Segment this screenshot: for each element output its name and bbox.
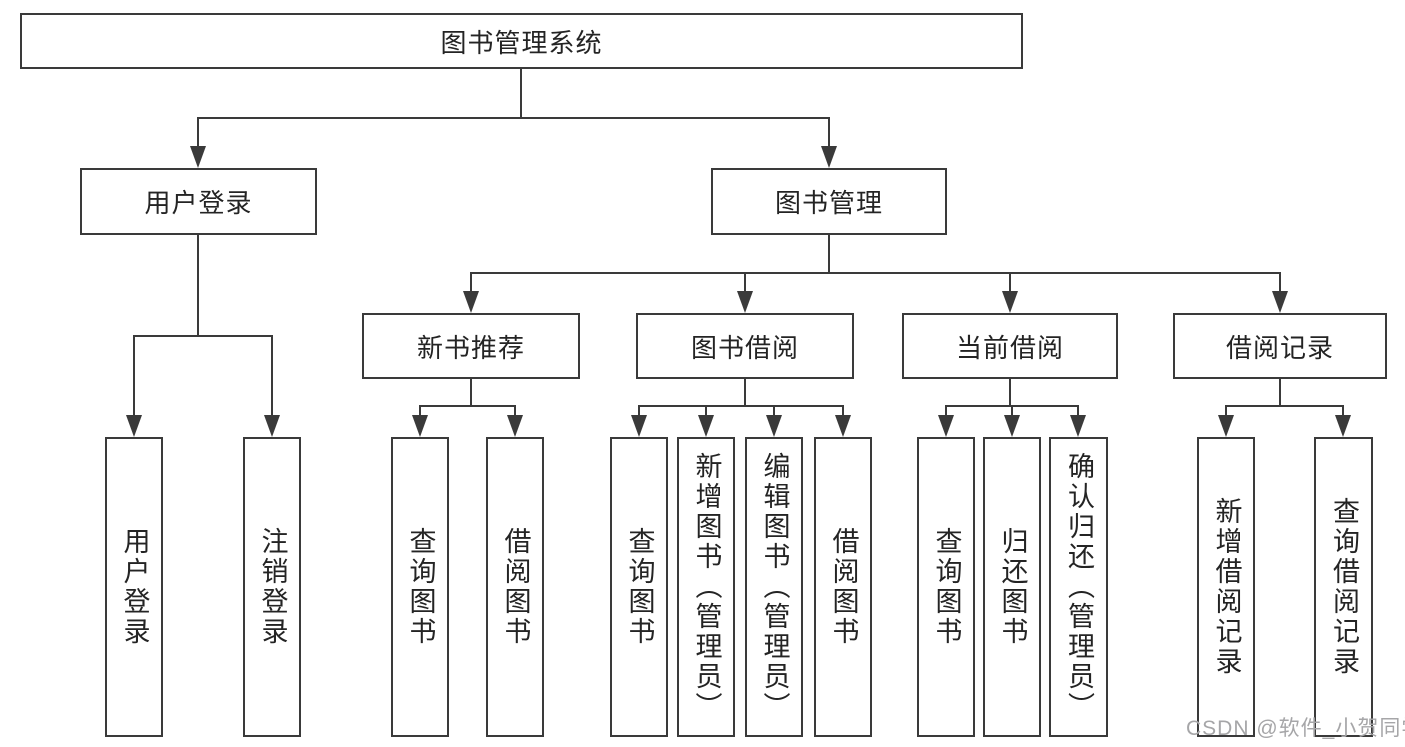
arrowhead-icon — [1272, 291, 1288, 313]
leaf-return-books-label: 归还图书 — [997, 527, 1028, 647]
node-book-management-label: 图书管理 — [774, 188, 883, 218]
node-new-book-recommend-label: 新书推荐 — [416, 332, 525, 363]
connector-segment — [945, 406, 947, 416]
connector-segment — [1342, 406, 1344, 416]
connector-segment — [470, 272, 1281, 274]
arrowhead-icon — [1002, 291, 1018, 313]
connector-segment — [419, 406, 421, 416]
node-root-label: 图书管理系统 — [440, 27, 603, 58]
connector-segment — [520, 69, 522, 118]
leaf-query-books-borrow: 查询图书 — [610, 437, 668, 737]
node-book-management: 图书管理 — [711, 168, 947, 235]
leaf-query-books-recommend: 查询图书 — [391, 437, 449, 737]
leaf-query-books-recommend-label: 查询图书 — [405, 527, 436, 647]
node-book-borrow: 图书借阅 — [636, 313, 854, 379]
arrowhead-icon — [412, 415, 428, 437]
connector-segment — [828, 118, 830, 146]
leaf-borrow-books-borrow: 借阅图书 — [814, 437, 872, 737]
connector-segment — [842, 406, 844, 416]
connector-segment — [1279, 379, 1281, 406]
node-current-borrow: 当前借阅 — [902, 313, 1118, 379]
arrowhead-icon — [737, 291, 753, 313]
connector-segment — [133, 336, 135, 416]
leaf-confirm-return-admin-label: 确认归还（管理员） — [1064, 452, 1094, 722]
connector-segment — [197, 118, 199, 146]
connector-segment — [197, 117, 830, 119]
connector-segment — [1077, 406, 1079, 416]
node-user-login-label: 用户登录 — [144, 188, 253, 218]
leaf-user-login-label: 用户登录 — [119, 527, 150, 647]
arrowhead-icon — [698, 415, 714, 437]
arrowhead-icon — [766, 415, 782, 437]
node-user-login: 用户登录 — [80, 168, 317, 235]
arrowhead-icon — [507, 415, 523, 437]
leaf-query-books-current: 查询图书 — [917, 437, 975, 737]
arrowhead-icon — [1004, 415, 1020, 437]
leaf-edit-book-admin: 编辑图书（管理员） — [745, 437, 803, 737]
leaf-borrow-books-recommend-label: 借阅图书 — [500, 527, 531, 647]
arrowhead-icon — [1218, 415, 1234, 437]
leaf-add-borrow-record: 新增借阅记录 — [1197, 437, 1255, 737]
node-new-book-recommend: 新书推荐 — [362, 313, 580, 379]
leaf-return-books: 归还图书 — [983, 437, 1041, 737]
connector-segment — [1279, 273, 1281, 292]
connector-segment — [744, 379, 746, 406]
arrowhead-icon — [463, 291, 479, 313]
node-root: 图书管理系统 — [20, 13, 1023, 69]
connector-segment — [419, 405, 516, 407]
connector-segment — [828, 235, 830, 273]
connector-segment — [1011, 406, 1013, 416]
arrowhead-icon — [190, 146, 206, 168]
arrowhead-icon — [821, 146, 837, 168]
connector-segment — [1009, 379, 1011, 406]
arrowhead-icon — [835, 415, 851, 437]
connector-segment — [1225, 406, 1227, 416]
connector-segment — [271, 336, 273, 416]
connector-segment — [133, 335, 273, 337]
arrowhead-icon — [126, 415, 142, 437]
arrowhead-icon — [264, 415, 280, 437]
connector-segment — [1009, 273, 1011, 292]
node-book-borrow-label: 图书借阅 — [690, 332, 799, 363]
leaf-query-borrow-record-label: 查询借阅记录 — [1329, 497, 1359, 677]
node-current-borrow-label: 当前借阅 — [955, 332, 1064, 363]
leaf-borrow-books-recommend: 借阅图书 — [486, 437, 544, 737]
connector-segment — [514, 406, 516, 416]
leaf-add-book-admin: 新增图书（管理员） — [677, 437, 735, 737]
connector-segment — [945, 405, 1079, 407]
arrowhead-icon — [938, 415, 954, 437]
leaf-add-borrow-record-label: 新增借阅记录 — [1211, 497, 1242, 677]
node-borrow-records: 借阅记录 — [1173, 313, 1387, 379]
leaf-add-book-admin-label: 新增图书（管理员） — [691, 452, 722, 722]
connector-segment — [470, 273, 472, 292]
leaf-user-login: 用户登录 — [105, 437, 163, 737]
leaf-borrow-books-borrow-label: 借阅图书 — [828, 527, 859, 647]
leaf-query-borrow-record: 查询借阅记录 — [1314, 437, 1373, 737]
arrowhead-icon — [1335, 415, 1351, 437]
leaf-logout-label: 注销登录 — [257, 527, 288, 647]
arrowhead-icon — [1070, 415, 1086, 437]
connector-segment — [638, 406, 640, 416]
connector-segment — [705, 406, 707, 416]
leaf-edit-book-admin-label: 编辑图书（管理员） — [759, 452, 790, 722]
leaf-query-books-current-label: 查询图书 — [931, 527, 962, 647]
connector-segment — [638, 405, 844, 407]
connector-segment — [1225, 405, 1344, 407]
arrowhead-icon — [631, 415, 647, 437]
connector-segment — [197, 235, 199, 336]
connector-segment — [470, 379, 472, 406]
connector-segment — [773, 406, 775, 416]
node-borrow-records-label: 借阅记录 — [1225, 332, 1334, 363]
leaf-logout: 注销登录 — [243, 437, 301, 737]
watermark: CSDN @软件_小贺同学 — [1186, 717, 1405, 740]
connector-segment — [744, 273, 746, 292]
leaf-confirm-return-admin: 确认归还（管理员） — [1049, 437, 1108, 737]
leaf-query-books-borrow-label: 查询图书 — [624, 527, 655, 647]
